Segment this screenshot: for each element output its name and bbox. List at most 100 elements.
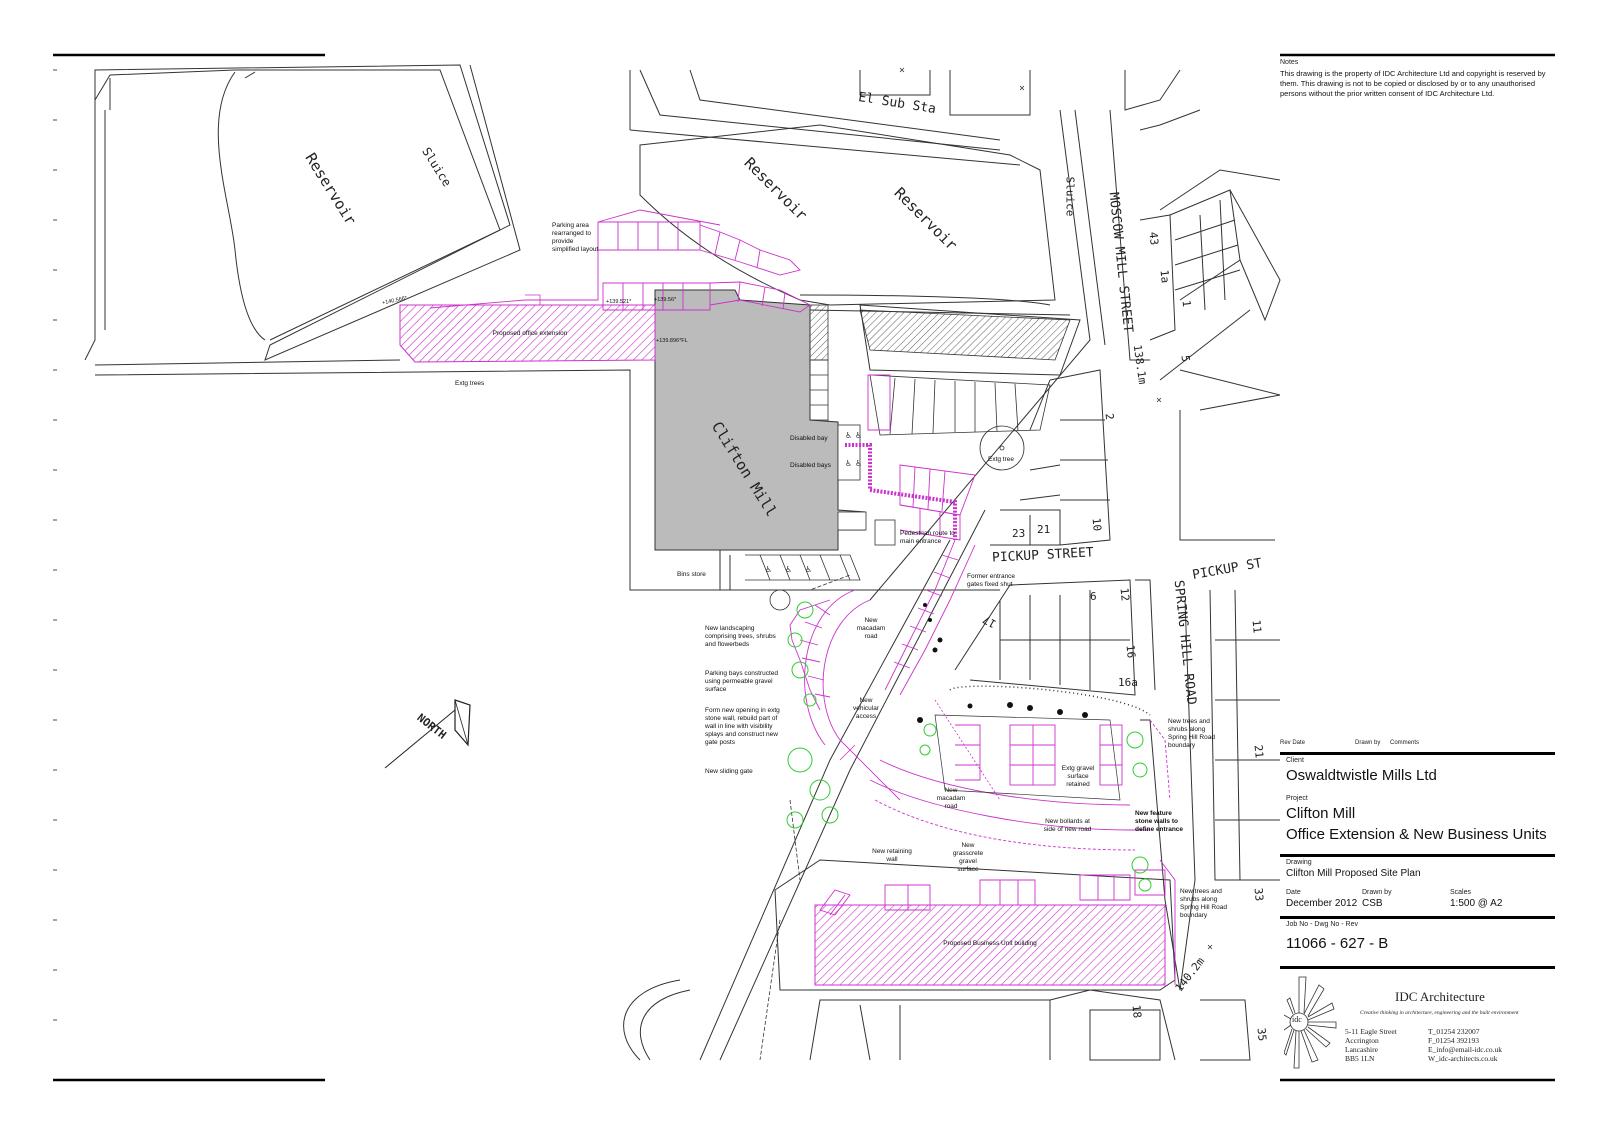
scales-label: Scales: [1450, 889, 1472, 896]
drawing-title: Clifton Mill Proposed Site Plan: [1286, 868, 1421, 879]
landscaping-trees: [786, 601, 1152, 892]
project-label: Project: [1286, 795, 1308, 802]
job-no-label: Job No - Dwg No - Rev: [1286, 921, 1358, 928]
house-number: 5: [1178, 354, 1193, 363]
svg-text:♿: ♿: [845, 459, 852, 468]
divider: [1280, 854, 1555, 857]
address-line: Lancashire: [1345, 1045, 1378, 1054]
level-tag: +139.896*FL: [656, 338, 688, 344]
house-number: 16: [1123, 644, 1138, 659]
note-pedestrian-route: Pedestrian route to main entrance: [900, 530, 955, 545]
note-new-macadam-road-2: New macadam road: [936, 787, 966, 810]
idc-logo-text: idc: [1292, 1015, 1302, 1024]
note-new-landscaping: New landscaping comprising trees, shrubs…: [705, 625, 776, 648]
drawn-by-label: Drawn by: [1362, 889, 1392, 896]
drawing-label: Drawing: [1286, 859, 1312, 866]
note-proposed-office: Proposed office extension: [492, 330, 568, 337]
survey-crosses: [899, 67, 1213, 950]
note-extg-gravel: Extg gravel surface retained: [1061, 765, 1095, 788]
shrubs: [917, 603, 1088, 723]
house-number: 11: [1249, 619, 1264, 634]
drawn-by-header: Drawn by: [1355, 740, 1381, 746]
level-tag: +139.521*: [606, 299, 632, 305]
house-number: 2: [1102, 412, 1117, 421]
house-number: 21: [1251, 744, 1266, 759]
date-label: Date: [1286, 889, 1301, 896]
project-line-1: Clifton Mill: [1286, 805, 1356, 822]
firm-tagline: Creative thinking in architecture, engin…: [1360, 1010, 1519, 1016]
notes-text: This drawing is the property of IDC Arch…: [1280, 69, 1546, 98]
rev-header: Rev Date: [1280, 740, 1306, 746]
proposed-business-unit: [814, 904, 1166, 986]
house-number: 43: [1146, 231, 1161, 246]
boundary-walls: [759, 574, 1151, 1061]
notes-heading: Notes: [1280, 59, 1299, 66]
svg-text:♿: ♿: [845, 431, 852, 440]
disabled-bay-icons: ♿♿ ♿♿ ♿♿♿: [765, 431, 862, 574]
house-number: 1a: [1157, 269, 1172, 284]
note-new-macadam-road-1: New macadam road: [856, 617, 886, 640]
note-new-sliding-gate: New sliding gate: [705, 768, 753, 775]
north-arrow: [384, 699, 471, 769]
address-line: BB5 1LN: [1345, 1054, 1375, 1063]
divider: [1280, 916, 1555, 919]
proposed-office-extension: [399, 294, 656, 363]
note-new-feature-walls: New feature stone walls to define entran…: [1135, 810, 1184, 833]
note-new-grasscrete: New grasscrete gravel surface: [952, 842, 984, 873]
svg-text:♿: ♿: [805, 565, 812, 574]
svg-text:♿: ♿: [855, 431, 862, 440]
pedestrian-route: [845, 443, 957, 540]
note-new-retaining: New retaining wall: [872, 848, 912, 863]
job-no-value: 11066 - 627 - B: [1286, 935, 1389, 952]
project-line-2: Office Extension & New Business Units: [1286, 826, 1547, 843]
idc-logo-icon: [1284, 976, 1337, 1069]
note-new-trees-1: New trees and shrubs along Spring Hill R…: [1168, 718, 1215, 749]
house-number: 10: [1089, 517, 1104, 532]
drawn-by-value: CSB: [1362, 898, 1383, 909]
house-number: 21: [1037, 523, 1051, 536]
house-number: 16a: [1118, 676, 1138, 689]
note-disabled-bays: Disabled bays: [790, 462, 831, 469]
existing-parking-bays: [745, 359, 1051, 581]
house-number: 18: [1129, 1004, 1144, 1019]
house-number: 33: [1251, 887, 1266, 902]
svg-text:♿: ♿: [765, 565, 772, 574]
contact-line: T_01254 232007: [1428, 1027, 1480, 1036]
house-number: 23: [1012, 527, 1026, 540]
level-tag: +139.56*: [654, 297, 677, 303]
note-disabled-bay: Disabled bay: [790, 435, 828, 442]
client-label: Client: [1286, 757, 1304, 764]
contact-block: T_01254 232007 F_01254 392193 E_info@ema…: [1428, 1027, 1502, 1063]
house-number: 6: [1090, 590, 1097, 603]
title-block: Notes This drawing is the property of ID…: [1280, 55, 1555, 1085]
house-number: 12: [1117, 587, 1132, 602]
contact-line: W_idc-architects.co.uk: [1428, 1054, 1498, 1063]
note-extg-tree: Extg tree: [988, 456, 1015, 463]
divider: [1280, 966, 1555, 969]
existing-trees: [769, 425, 1025, 611]
note-proposed-business: Proposed Business Unit building: [943, 940, 1037, 947]
note-former-gates: Former entrance gates fixed shut: [967, 573, 1016, 588]
note-bins-store: Bins store: [677, 571, 706, 578]
note-new-bollards: New bollards at side of new road: [1043, 818, 1092, 833]
note-new-trees-2: New trees and shrubs along Spring Hill R…: [1180, 888, 1227, 919]
address-block: 5-11 Eagle Street Accrington Lancashire …: [1345, 1027, 1397, 1063]
comments-header: Comments: [1390, 740, 1420, 746]
firm-name: IDC Architecture: [1395, 989, 1485, 1004]
note-form-opening: Form new opening in extg stone wall, reb…: [705, 707, 780, 746]
clifton-mill-building: [654, 289, 896, 551]
scale-value: 1:500 @ A2: [1450, 898, 1503, 909]
contact-line: F_01254 392193: [1428, 1036, 1480, 1045]
note-parking-bays: Parking bays constructed using permeable…: [705, 670, 778, 693]
divider: [1280, 752, 1555, 755]
label-sluice-east: Sluice: [1063, 176, 1077, 217]
svg-text:♿: ♿: [785, 565, 792, 574]
note-parking-area: Parking area rearranged to provide simpl…: [552, 222, 599, 253]
address-line: 5-11 Eagle Street: [1345, 1027, 1397, 1036]
base-map-linework: [84, 64, 1281, 1061]
house-number: 1: [1179, 299, 1194, 308]
existing-hatched-areas: [807, 304, 1071, 361]
address-line: Accrington: [1345, 1036, 1379, 1045]
svg-text:♿: ♿: [855, 459, 862, 468]
